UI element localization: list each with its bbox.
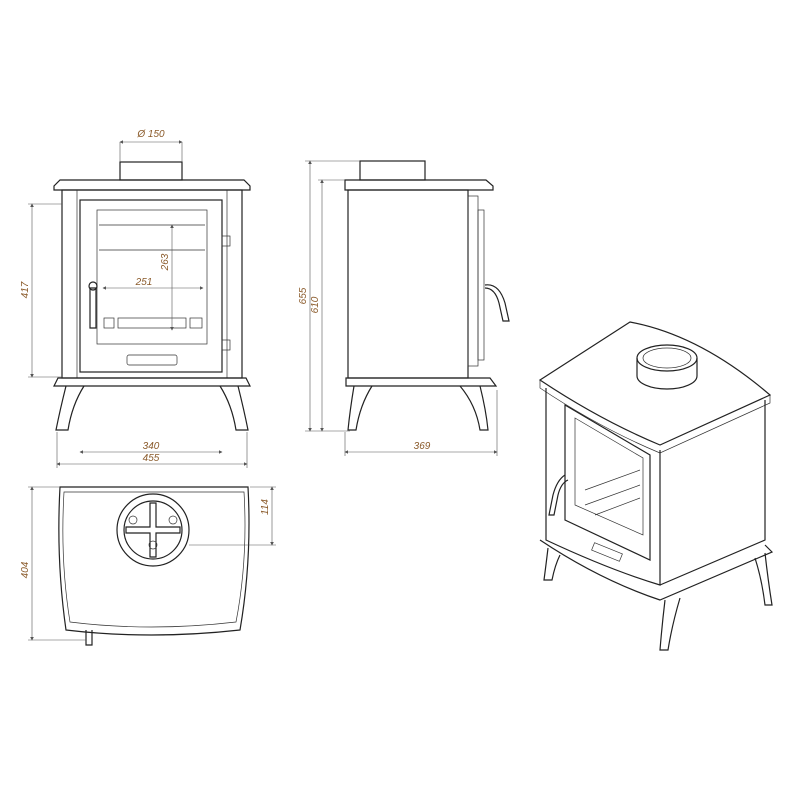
iso-side — [659, 400, 766, 586]
iso-leg-3 — [754, 552, 773, 606]
top-handle — [85, 630, 93, 646]
top-plate — [53, 179, 251, 191]
top-dimensions: 114 404 — [20, 486, 276, 641]
side-door-handle — [484, 284, 510, 322]
dim-overall-depth: 369 — [414, 441, 431, 452]
iso-base — [539, 539, 774, 601]
side-leg-front — [347, 385, 373, 431]
dim-body-height: 610 — [310, 296, 321, 313]
iso-leg-2 — [659, 597, 681, 651]
side-flue-collar — [359, 160, 426, 181]
dim-glass-width: 251 — [135, 277, 153, 288]
isometric-view — [538, 321, 774, 651]
flue-collar — [119, 161, 183, 181]
door-handle — [89, 287, 97, 329]
iso-glass — [574, 417, 644, 536]
dim-top-plate-depth: 404 — [20, 561, 31, 578]
dim-overall-width: 455 — [143, 453, 160, 464]
side-leg-back — [459, 385, 489, 431]
side-body — [347, 189, 469, 379]
dim-flue-outlet-height: 417 — [20, 281, 31, 298]
iso-top-plate — [538, 321, 772, 446]
front-view — [53, 161, 251, 431]
dim-leg-span-width: 340 — [143, 441, 160, 452]
side-dimensions: 655 610 369 — [298, 160, 498, 456]
side-top-plate — [344, 179, 494, 191]
iso-leg-1 — [543, 547, 561, 581]
dim-overall-height: 655 — [298, 287, 309, 304]
iso-flue-collar — [636, 344, 698, 372]
flue-outlet — [116, 493, 190, 567]
top-view — [58, 486, 250, 646]
side-base — [345, 377, 498, 387]
top-plate-outline — [58, 486, 250, 636]
side-view — [344, 160, 510, 431]
glass-panel — [96, 209, 208, 345]
iso-handle — [548, 474, 569, 516]
base-plate — [53, 377, 251, 387]
dim-flue-offset: 114 — [260, 499, 271, 515]
front-dimensions: Ø 150 417 263 251 340 455 — [20, 129, 248, 468]
leg-right — [219, 385, 249, 431]
leg-left — [55, 385, 85, 431]
dim-flue-diameter: Ø 150 — [136, 129, 165, 140]
air-control-slider — [126, 354, 178, 366]
dim-glass-height: 263 — [160, 253, 171, 271]
iso-front — [545, 388, 661, 586]
door — [79, 199, 223, 373]
flue-cross-brace — [125, 502, 181, 558]
